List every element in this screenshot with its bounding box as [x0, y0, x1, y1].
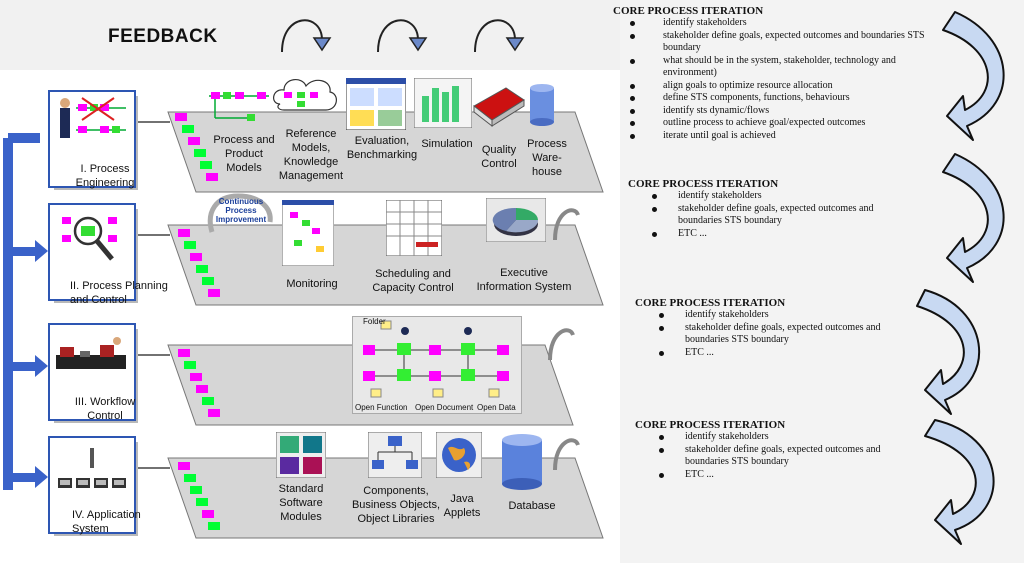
database-cylinder-icon	[502, 434, 542, 490]
core-1-bullet-2: stakeholder define goals, expected outco…	[663, 29, 925, 54]
evaluation-screenshot-icon	[346, 78, 406, 130]
item-components: Components, Business Objects, Object Lib…	[351, 485, 441, 525]
core-block-4: CORE PROCESS ITERATION identify stakehol…	[635, 419, 935, 481]
magnifier-icon	[62, 216, 117, 261]
core-1-bullet-5: define STS components, functions, behavi…	[663, 92, 850, 103]
application-system-icon	[58, 448, 126, 488]
level-label-4: IV. Application System	[72, 509, 141, 535]
core-3-bullet-1: identify stakeholders	[685, 309, 769, 320]
scheduling-grid-icon	[386, 200, 442, 256]
workflow-open-document: Open Document	[415, 403, 474, 412]
core-2-bullet-2: stakeholder define goals, expected outco…	[678, 202, 874, 227]
core-block-2: CORE PROCESS ITERATION identify stakehol…	[628, 178, 928, 240]
core-title-3: CORE PROCESS ITERATION	[635, 297, 786, 309]
level-box-4: IV. Application System	[48, 436, 141, 536]
level-box-1: I. Process Engineering	[48, 90, 138, 190]
level-box-3: III. Workflow Control	[48, 323, 138, 423]
item-reference-models: Reference Models, Knowledge Management	[278, 128, 344, 182]
core-1-bullet-7: outline process to achieve goal/expected…	[663, 117, 866, 128]
core-1-bullet-4: align goals to optimize resource allocat…	[663, 79, 833, 91]
workflow-open-function: Open Function	[355, 403, 408, 412]
level-box-2: II. Process Planning and Control	[48, 203, 168, 306]
core-2-bullet-3: ETC ...	[678, 227, 707, 239]
feedback-arrow-2	[377, 19, 419, 53]
item-database: Database	[508, 500, 556, 512]
panel-squares-2	[178, 229, 220, 297]
monitoring-screen-icon	[282, 200, 334, 266]
continuous-improvement-arrow	[207, 193, 273, 233]
reference-model-cloud-icon	[273, 79, 337, 111]
level-label-3: III. Workflow Control	[74, 396, 136, 422]
core-2-bullet-1: identify stakeholders	[678, 190, 762, 201]
item-continuous-improvement: Continuous Process Improvement	[215, 197, 267, 224]
core-list-1: identify stakeholders stakeholder define…	[630, 17, 933, 142]
workflow-diagram: Folder Open Function Open Document Open …	[352, 316, 522, 414]
executive-pie-chart-icon	[486, 198, 546, 242]
core-3-bullet-3: ETC ...	[685, 346, 714, 358]
item-simulation: Simulation	[421, 138, 473, 150]
iteration-arrow-3	[916, 289, 981, 415]
components-tree-icon	[368, 432, 422, 478]
core-1-bullet-3: what should be in the system, stakeholde…	[663, 54, 896, 79]
item-process-warehouse: Process Ware- house	[527, 138, 567, 178]
core-4-bullet-1: identify stakeholders	[685, 431, 769, 442]
feedback-arrow-3	[474, 19, 516, 53]
process-engineering-icon	[60, 97, 126, 138]
workflow-folder-label: Folder	[363, 317, 386, 326]
item-standard-software: Standard Software Modules	[278, 483, 324, 523]
item-process-models: Process and Product Models	[213, 134, 275, 174]
workflow-open-data: Open Data	[477, 403, 516, 412]
process-model-icon	[209, 92, 269, 121]
core-list-3: identify stakeholders stakeholder define…	[659, 309, 925, 359]
item-quality-control: Quality Control	[481, 144, 517, 170]
feedback-arrow-1	[281, 19, 323, 53]
level-connector-arrows	[3, 133, 48, 490]
item-monitoring: Monitoring	[286, 278, 338, 290]
level-label-1: I. Process Engineering	[75, 163, 135, 189]
iteration-arrow-1	[942, 11, 1005, 141]
level-label-2: II. Process Planning and Control	[70, 280, 168, 306]
workflow-icon	[56, 337, 126, 369]
iteration-arrow-2	[942, 153, 1005, 283]
warehouse-cylinder-icon	[530, 84, 554, 126]
item-evaluation: Evaluation, Benchmarking	[346, 135, 418, 161]
core-1-bullet-8: iterate until goal is achieved	[663, 129, 776, 141]
item-executive-info: Executive Information System	[476, 267, 572, 293]
iteration-arrow-4	[924, 419, 995, 545]
core-4-bullet-2: stakeholder define goals, expected outco…	[685, 443, 881, 468]
core-title-1: CORE PROCESS ITERATION	[613, 5, 764, 17]
core-block-3: CORE PROCESS ITERATION identify stakehol…	[635, 297, 935, 359]
core-title-4: CORE PROCESS ITERATION	[635, 419, 786, 431]
java-applets-globe-icon	[436, 432, 482, 478]
item-scheduling: Scheduling and Capacity Control	[372, 268, 454, 294]
core-list-2: identify stakeholders stakeholder define…	[652, 190, 918, 240]
quality-book-icon	[473, 87, 525, 128]
simulation-chart-icon	[414, 78, 472, 128]
feedback-arrows	[281, 19, 525, 53]
software-modules-icon	[276, 432, 326, 478]
top-bar	[0, 0, 620, 70]
panel-squares-1	[175, 113, 218, 181]
core-3-bullet-2: stakeholder define goals, expected outco…	[685, 321, 881, 346]
panel-squares-4	[178, 462, 220, 530]
iteration-arrows	[916, 11, 1005, 545]
core-block-1: CORE PROCESS ITERATION identify stakehol…	[613, 5, 943, 142]
core-title-2: CORE PROCESS ITERATION	[628, 178, 779, 190]
core-1-bullet-1: identify stakeholders	[663, 17, 747, 28]
core-4-bullet-3: ETC ...	[685, 468, 714, 480]
core-1-bullet-6: identify sts dynamic/flows	[663, 104, 770, 116]
core-list-4: identify stakeholders stakeholder define…	[659, 431, 925, 481]
feedback-title: FEEDBACK	[108, 26, 218, 47]
item-java-applets: Java Applets	[443, 493, 481, 519]
panel-squares-3	[178, 349, 220, 417]
right-panel	[620, 0, 1024, 563]
